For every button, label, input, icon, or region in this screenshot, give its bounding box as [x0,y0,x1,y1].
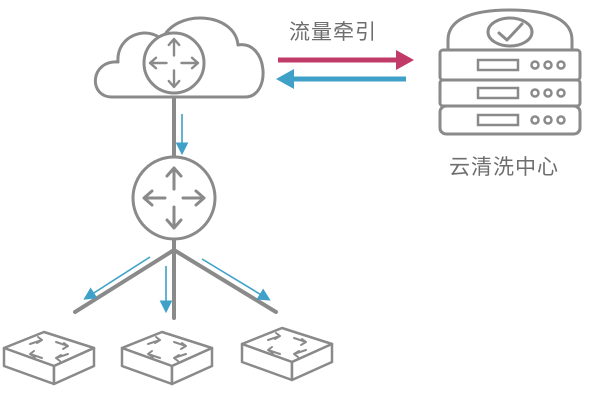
check-badge-icon [486,16,534,48]
traffic-diversion-arrow [278,50,414,70]
distribution-links [73,238,278,320]
flow-arrow-left [83,256,151,300]
core-router-icon [131,155,217,241]
flow-arrow-right [201,258,271,301]
traffic-return-arrow [276,69,406,89]
switch-icon [240,326,334,382]
scrubbing-center-label: 云清洗中心 [449,155,559,179]
uplink [172,98,189,156]
flow-arrows [83,256,271,314]
server-stack-icon [438,8,582,136]
switch-icon [120,330,214,386]
switch-icon [2,330,96,386]
traffic-diversion-label: 流量牵引 [289,20,377,44]
router-icon [142,31,206,95]
